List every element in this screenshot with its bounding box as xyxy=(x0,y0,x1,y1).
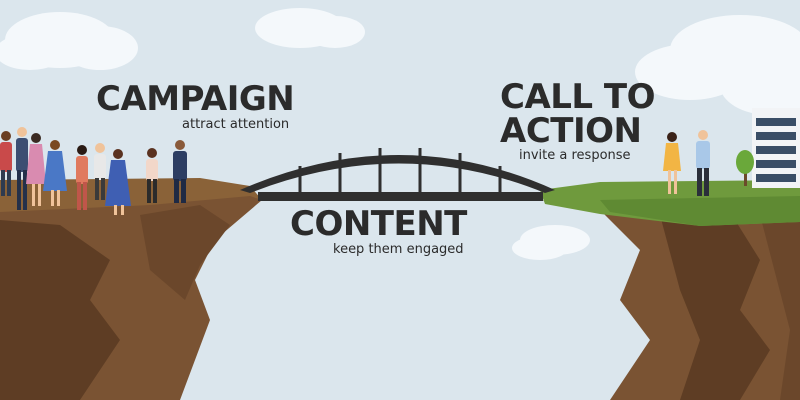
bridge-deck xyxy=(258,192,543,201)
cloud-top-center xyxy=(255,8,365,48)
bridge-arch xyxy=(240,155,555,193)
person-left-6 xyxy=(94,143,106,200)
bridge-struts xyxy=(298,148,502,193)
call-to-action-subtitle: invite a response xyxy=(519,148,631,163)
person-left-8 xyxy=(146,148,158,203)
crowd-left xyxy=(0,127,187,215)
person-right-1 xyxy=(663,132,681,194)
person-left-5 xyxy=(76,145,88,210)
person-left-1 xyxy=(0,131,12,196)
person-right-2 xyxy=(696,130,710,196)
campaign-title: CAMPAIGN xyxy=(96,79,295,119)
person-left-4 xyxy=(43,140,67,206)
call-to-action-title-line1: CALL TO xyxy=(500,77,656,117)
campaign-subtitle: attract attention xyxy=(182,117,290,132)
office-building xyxy=(752,108,800,188)
content-title: CONTENT xyxy=(290,204,467,244)
cloud-top-left xyxy=(0,12,138,70)
person-left-3 xyxy=(26,133,46,206)
person-left-7 xyxy=(105,149,131,215)
right-cliff xyxy=(540,180,800,400)
person-left-9 xyxy=(173,140,187,203)
content-subtitle: keep them engaged xyxy=(333,242,464,257)
call-to-action-title-line2: ACTION xyxy=(500,111,642,151)
bridge xyxy=(240,148,555,201)
clouds xyxy=(0,8,800,260)
person-left-2 xyxy=(16,127,28,210)
tree xyxy=(736,150,754,186)
cloud-lower-center xyxy=(512,225,590,260)
people-right xyxy=(663,130,710,196)
cloud-top-right xyxy=(635,15,800,115)
